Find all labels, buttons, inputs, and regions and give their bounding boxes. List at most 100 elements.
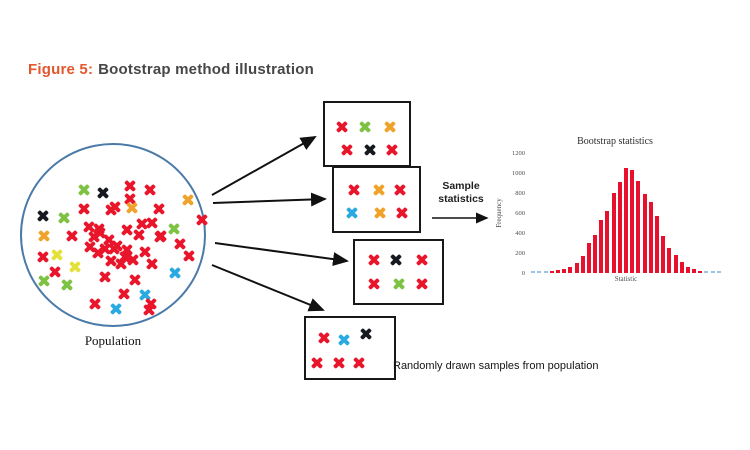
arrow-population-to-sample-1	[211, 136, 317, 196]
histogram-bars	[530, 153, 722, 273]
y-tick-800: 800	[515, 190, 525, 197]
x-mark-orange	[373, 206, 387, 220]
x-mark-black	[96, 186, 110, 200]
hist-bar	[648, 202, 653, 273]
hist-bar	[549, 271, 554, 273]
y-tick-400: 400	[515, 230, 525, 237]
x-mark-red	[138, 245, 152, 259]
hist-bar	[586, 243, 591, 273]
x-mark-red	[317, 331, 331, 345]
x-mark-black	[389, 253, 403, 267]
x-mark-red	[93, 226, 107, 240]
x-mark-cyan	[138, 288, 152, 302]
x-mark-red	[352, 356, 366, 370]
x-mark-black	[36, 209, 50, 223]
hist-bar	[667, 248, 672, 273]
x-mark-red	[132, 228, 146, 242]
x-mark-red	[91, 246, 105, 260]
x-mark-green	[57, 211, 71, 225]
x-mark-red	[120, 223, 134, 237]
x-mark-red	[108, 200, 122, 214]
x-mark-red	[173, 237, 187, 251]
tail-dash-right	[710, 271, 715, 273]
x-mark-orange	[383, 120, 397, 134]
hist-bar	[605, 211, 610, 273]
sample-box-2	[332, 166, 421, 233]
x-mark-red	[145, 216, 159, 230]
hist-bar	[617, 182, 622, 273]
x-mark-yellow	[68, 260, 82, 274]
x-mark-red	[92, 222, 106, 236]
x-mark-green	[167, 222, 181, 236]
x-mark-red	[310, 356, 324, 370]
sample-box-1	[323, 101, 411, 167]
x-mark-red	[385, 143, 399, 157]
x-mark-red	[83, 240, 97, 254]
x-mark-red	[36, 250, 50, 264]
x-mark-red	[87, 230, 101, 244]
x-mark-red	[153, 230, 167, 244]
histogram-title: Bootstrap statistics	[577, 136, 653, 147]
hist-bar	[599, 220, 604, 273]
x-mark-red	[120, 243, 134, 257]
x-mark-red	[393, 183, 407, 197]
x-mark-cyan	[345, 206, 359, 220]
sample-box-4	[304, 316, 396, 380]
histogram-x-axis-label: Statistic	[614, 275, 638, 283]
x-mark-green	[60, 278, 74, 292]
hist-bar	[673, 255, 678, 273]
x-mark-orange	[372, 183, 386, 197]
y-tick-1000: 1000	[512, 170, 525, 177]
x-mark-red	[332, 356, 346, 370]
sample-statistics-line1: Sample	[442, 180, 480, 192]
hist-bar	[636, 181, 641, 273]
x-mark-red	[82, 220, 96, 234]
tail-dash-left	[537, 271, 542, 273]
x-mark-red	[77, 202, 91, 216]
histogram-y-axis-label: Frequency	[495, 198, 503, 228]
hist-bar	[624, 168, 628, 273]
x-mark-black	[363, 143, 377, 157]
x-mark-red	[145, 257, 159, 271]
sample-statistics-line2: statistics	[438, 193, 484, 206]
hist-bar	[698, 271, 703, 273]
x-mark-red	[335, 120, 349, 134]
x-mark-red	[117, 287, 131, 301]
hist-bar	[679, 262, 684, 273]
x-mark-red	[154, 229, 168, 243]
x-mark-red	[123, 179, 137, 193]
hist-bar	[611, 193, 616, 273]
x-mark-red	[367, 277, 381, 291]
x-mark-red	[340, 143, 354, 157]
x-mark-cyan	[337, 333, 351, 347]
tail-dash-right	[716, 271, 721, 273]
samples-caption: Randomly drawn samples from population	[393, 360, 599, 372]
x-mark-red	[415, 253, 429, 267]
hist-bar	[630, 170, 635, 273]
arrow-population-to-sample-2	[212, 192, 327, 207]
hist-bar	[574, 263, 579, 273]
hist-bar	[580, 256, 585, 273]
x-mark-red	[195, 213, 209, 227]
sample-box-3	[353, 239, 444, 305]
x-mark-red	[107, 242, 121, 256]
y-tick-0: 0	[521, 270, 525, 277]
hist-bar	[654, 216, 659, 273]
hist-bar	[562, 269, 567, 273]
figure-title: Figure 5:Bootstrap method illustration	[28, 61, 314, 78]
hist-bar	[642, 194, 647, 273]
x-mark-red	[118, 250, 132, 264]
tail-dash-left	[531, 271, 536, 273]
x-mark-red	[98, 242, 112, 256]
hist-bar	[555, 270, 560, 273]
x-mark-red	[110, 239, 124, 253]
x-mark-red	[123, 192, 137, 206]
population-label: Population	[84, 333, 142, 348]
hist-bar	[568, 267, 573, 273]
x-mark-red	[367, 253, 381, 267]
tail-dash-left	[543, 271, 548, 273]
x-mark-cyan	[109, 302, 123, 316]
x-mark-red	[142, 303, 156, 317]
x-mark-red	[98, 270, 112, 284]
